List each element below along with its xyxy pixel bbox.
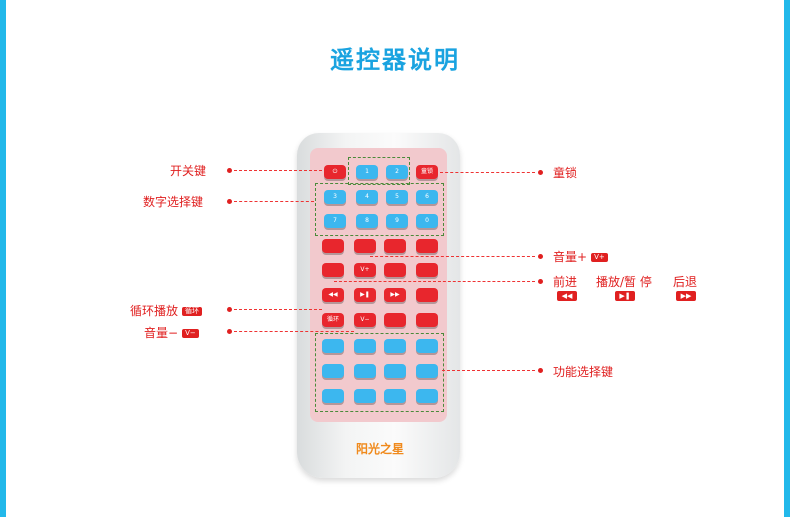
label-volume-down: 音量−V− bbox=[144, 324, 199, 341]
label-number-select: 数字选择键 bbox=[143, 195, 204, 209]
leader-line bbox=[442, 370, 535, 371]
number-key-2[interactable]: 2 bbox=[386, 165, 408, 179]
number-key-8[interactable]: 8 bbox=[356, 214, 378, 228]
number-key-7[interactable]: 7 bbox=[324, 214, 346, 228]
label-power: 开关键 bbox=[170, 164, 207, 178]
number-key-3[interactable]: 3 bbox=[324, 190, 346, 204]
loop-badge: 循环 bbox=[182, 307, 203, 316]
red-key[interactable] bbox=[384, 313, 406, 327]
function-key[interactable] bbox=[322, 389, 344, 403]
number-group-top-outline bbox=[348, 157, 410, 185]
volume-down-badge: V− bbox=[182, 329, 199, 338]
pointer-dot bbox=[227, 329, 232, 334]
label-volume-up-text: 音量+ bbox=[553, 250, 588, 264]
leader-line bbox=[234, 170, 322, 171]
rewind-key[interactable]: ◀◀ bbox=[322, 288, 344, 302]
red-key[interactable] bbox=[322, 239, 344, 253]
volume-up-badge: V+ bbox=[591, 253, 608, 262]
fast-forward-icon: ▶▶ bbox=[676, 291, 696, 301]
function-key[interactable] bbox=[384, 389, 406, 403]
pointer-dot bbox=[227, 307, 232, 312]
label-play-pause: 播放/暂 停 bbox=[596, 275, 652, 289]
power-key[interactable]: ⏻ bbox=[324, 165, 346, 179]
label-function-select: 功能选择键 bbox=[553, 365, 614, 379]
red-key[interactable] bbox=[416, 239, 438, 253]
number-group-outline bbox=[315, 183, 444, 236]
volume-up-key[interactable]: V+ bbox=[354, 263, 376, 277]
label-next: 后退 bbox=[673, 275, 698, 289]
pointer-dot bbox=[538, 254, 543, 259]
function-key[interactable] bbox=[416, 339, 438, 353]
right-border bbox=[784, 0, 790, 517]
leader-line bbox=[234, 331, 354, 332]
leader-line bbox=[370, 256, 535, 257]
function-group-outline bbox=[315, 333, 444, 412]
red-key[interactable] bbox=[384, 263, 406, 277]
leader-line bbox=[234, 201, 314, 202]
page-title: 遥控器说明 bbox=[330, 46, 460, 74]
red-key[interactable] bbox=[354, 239, 376, 253]
play-pause-icon: ▶❚ bbox=[615, 291, 635, 301]
left-border bbox=[0, 0, 6, 517]
number-key-1[interactable]: 1 bbox=[356, 165, 378, 179]
play-pause-key[interactable]: ▶❚ bbox=[354, 288, 376, 302]
function-key[interactable] bbox=[354, 339, 376, 353]
red-key[interactable] bbox=[322, 263, 344, 277]
pointer-dot bbox=[227, 199, 232, 204]
red-key[interactable] bbox=[384, 239, 406, 253]
red-key[interactable] bbox=[416, 313, 438, 327]
function-key[interactable] bbox=[354, 364, 376, 378]
label-volume-up: 音量+V+ bbox=[553, 248, 608, 265]
number-key-5[interactable]: 5 bbox=[386, 190, 408, 204]
number-key-6[interactable]: 6 bbox=[416, 190, 438, 204]
pointer-dot bbox=[538, 279, 543, 284]
leader-line bbox=[440, 172, 535, 173]
number-key-0[interactable]: 0 bbox=[416, 214, 438, 228]
loop-key[interactable]: 循环 bbox=[322, 313, 344, 327]
leader-line bbox=[334, 281, 535, 282]
brand-logo: 阳光之星 bbox=[355, 442, 404, 456]
red-key[interactable] bbox=[416, 263, 438, 277]
leader-line bbox=[234, 309, 322, 310]
pointer-dot bbox=[538, 368, 543, 373]
label-prev: 前进 bbox=[553, 275, 578, 289]
function-key[interactable] bbox=[384, 339, 406, 353]
label-volume-down-text: 音量− bbox=[144, 326, 179, 340]
function-key[interactable] bbox=[416, 389, 438, 403]
function-key[interactable] bbox=[416, 364, 438, 378]
function-key[interactable] bbox=[322, 364, 344, 378]
label-child-lock: 童锁 bbox=[553, 166, 578, 180]
number-key-4[interactable]: 4 bbox=[356, 190, 378, 204]
label-loop-text: 循环播放 bbox=[130, 304, 179, 318]
pointer-dot bbox=[538, 170, 543, 175]
fast-forward-key[interactable]: ▶▶ bbox=[384, 288, 406, 302]
red-key[interactable] bbox=[416, 288, 438, 302]
function-key[interactable] bbox=[354, 389, 376, 403]
volume-down-key[interactable]: V− bbox=[354, 313, 376, 327]
function-key[interactable] bbox=[384, 364, 406, 378]
pointer-dot bbox=[227, 168, 232, 173]
number-key-9[interactable]: 9 bbox=[386, 214, 408, 228]
child-lock-key[interactable]: 童锁 bbox=[416, 165, 438, 179]
label-loop: 循环播放循环 bbox=[130, 302, 203, 319]
function-key[interactable] bbox=[322, 339, 344, 353]
rewind-icon: ◀◀ bbox=[557, 291, 577, 301]
